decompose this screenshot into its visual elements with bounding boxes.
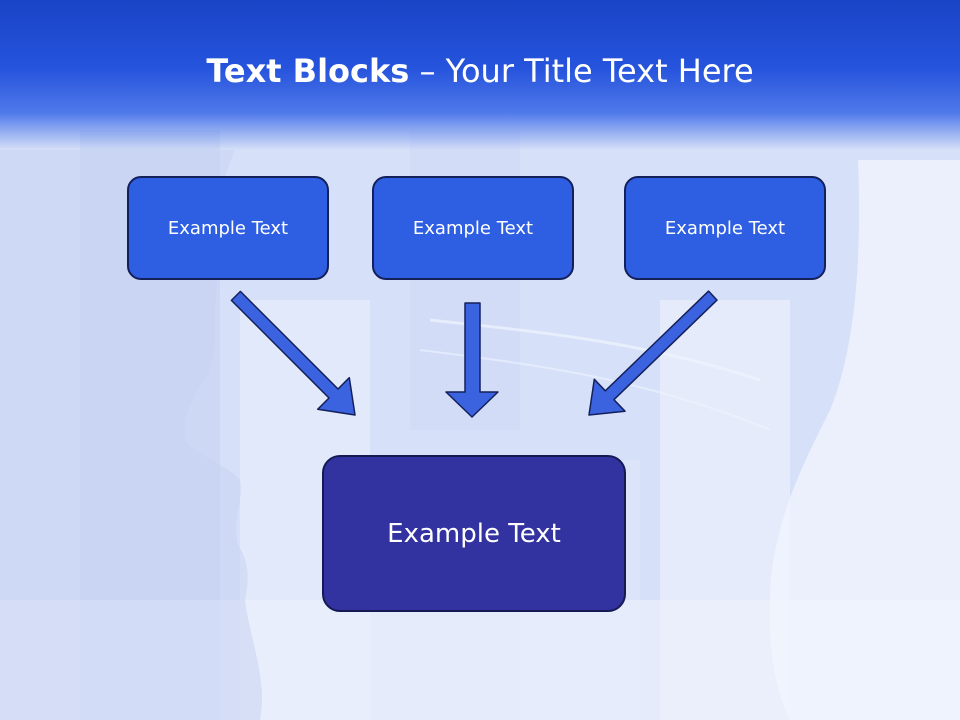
slide-title: Text Blocks – Your Title Text Here (0, 52, 960, 90)
arrow-left-diagonal-icon (230, 290, 356, 416)
text-block-left: Example Text (127, 176, 329, 280)
text-block-center-label: Example Text (412, 217, 534, 239)
arrow-right-diagonal-icon (588, 290, 718, 416)
text-block-right-label: Example Text (664, 217, 786, 239)
title-bold: Text Blocks (206, 52, 410, 90)
text-block-main: Example Text (322, 455, 626, 612)
text-block-center: Example Text (372, 176, 574, 280)
text-block-main-label: Example Text (387, 518, 561, 549)
text-block-left-label: Example Text (167, 217, 289, 239)
arrow-down-icon (445, 302, 499, 418)
title-banner (0, 0, 960, 150)
text-block-right: Example Text (624, 176, 826, 280)
title-rest: Your Title Text Here (445, 52, 754, 90)
title-dash: – (419, 52, 436, 90)
